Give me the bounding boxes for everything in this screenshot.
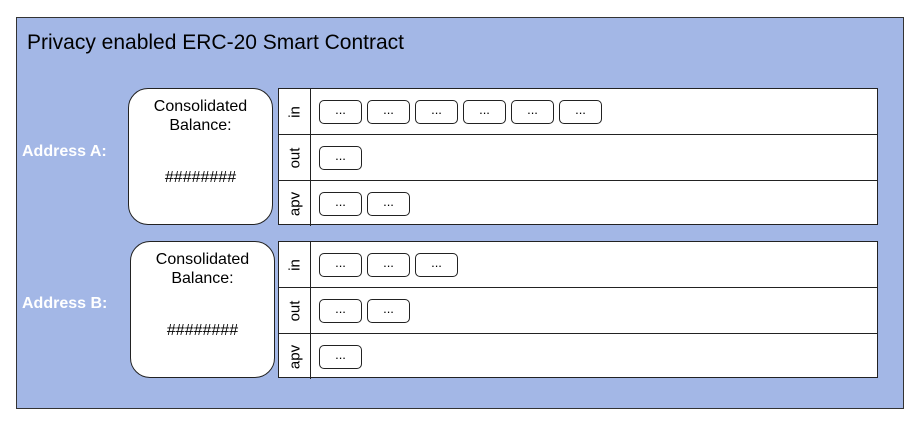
address-a-label: Address A: [22,143,107,160]
address-b-row-apv: apv ... [279,333,877,379]
row-label-in: in [279,242,311,287]
address-a-balance-box: Consolidated Balance: ######## [128,88,273,225]
token-chip: ... [415,252,458,277]
address-a-ledger-table: in .................. out ... apv ...... [278,88,878,226]
address-b-row-in: in ......... [279,242,877,287]
token-chip: ... [367,298,410,323]
address-a-row-apv: apv ...... [279,180,877,226]
address-a-apv-chips: ...... [319,181,410,226]
address-b-out-chips: ...... [319,288,410,333]
row-label-out: out [279,135,311,180]
address-b-balance-label: Consolidated Balance: [155,251,250,287]
row-label-in: in [279,89,311,134]
token-chip: ... [463,99,506,124]
token-chip: ... [559,99,602,124]
address-b-row-out: out ...... [279,287,877,333]
address-a-row-out: out ... [279,134,877,180]
token-chip: ... [319,252,362,277]
row-label-apv: apv [279,181,311,226]
row-label-apv: apv [279,334,311,379]
token-chip: ... [319,298,362,323]
address-b-apv-chips: ... [319,334,362,379]
diagram-title: Privacy enabled ERC-20 Smart Contract [27,31,404,54]
address-a-in-chips: .................. [319,89,602,134]
address-b-balance-box: Consolidated Balance: ######## [130,241,275,378]
token-chip: ... [319,344,362,369]
token-chip: ... [367,191,410,216]
token-chip: ... [367,99,410,124]
row-label-out: out [279,288,311,333]
address-b-in-chips: ......... [319,242,458,287]
token-chip: ... [319,99,362,124]
address-b-label: Address B: [22,295,108,312]
token-chip: ... [511,99,554,124]
address-b-ledger-table: in ......... out ...... apv ... [278,241,878,379]
token-chip: ... [319,191,362,216]
address-a-row-in: in .................. [279,89,877,134]
address-a-balance-value: ######## [164,169,237,186]
token-chip: ... [415,99,458,124]
address-a-balance-label: Consolidated Balance: [153,98,248,134]
token-chip: ... [367,252,410,277]
token-chip: ... [319,145,362,170]
address-a-out-chips: ... [319,135,362,180]
address-b-balance-value: ######## [166,322,239,339]
